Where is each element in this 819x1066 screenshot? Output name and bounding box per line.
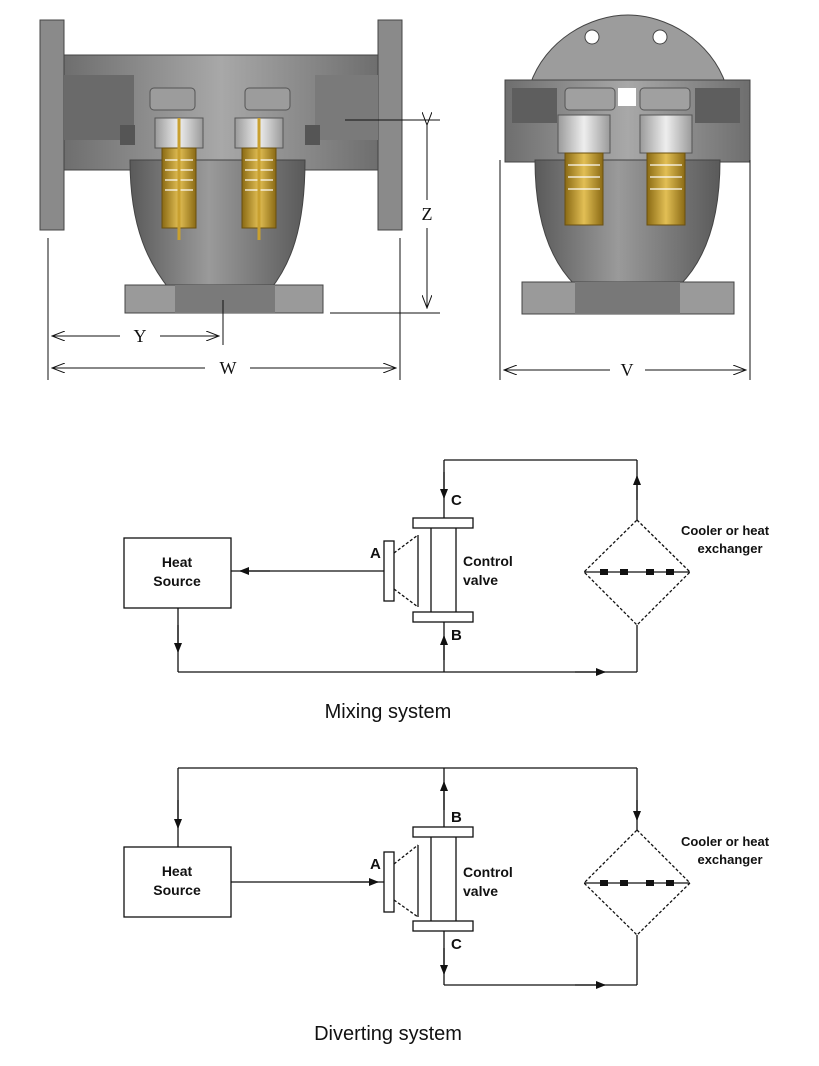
- diverting-port-c-label: C: [451, 936, 462, 953]
- mixing-heat-source-box: [123, 537, 232, 609]
- diverting-valve-top-flange: [412, 826, 474, 838]
- left-flange: [39, 19, 65, 231]
- diverting-cooler-label-1: Cooler or heat: [681, 834, 770, 849]
- mixing-caption: Mixing system: [325, 701, 452, 723]
- end-flange-dome: [529, 14, 727, 86]
- mixing-port-b-label: B: [451, 627, 462, 644]
- diverting-caption: Diverting system: [314, 1023, 462, 1045]
- dimension-v: V: [621, 360, 634, 380]
- mixing-valve-port-a: [383, 540, 395, 602]
- diverting-valve-label-1: Control: [463, 864, 513, 880]
- dimension-y: Y: [134, 326, 147, 346]
- mixing-port-c-label: C: [451, 492, 462, 509]
- diverting-heat-label-1: Heat: [162, 863, 193, 879]
- right-flange: [377, 19, 403, 231]
- mixing-valve-top-flange: [412, 517, 474, 529]
- diverting-port-a-label: A: [370, 856, 381, 873]
- dimension-lines-left: [47, 120, 440, 380]
- mixing-heat-label-1: Heat: [162, 554, 193, 570]
- diverting-system-schematic: [123, 767, 691, 989]
- mixing-valve-bottom-flange: [412, 611, 474, 623]
- diverting-port-b-label: B: [451, 809, 462, 826]
- end-bowl: [534, 159, 721, 286]
- diverting-cooler-ticks: [600, 880, 674, 886]
- side-section-view: [39, 19, 403, 314]
- mixing-port-a-label: A: [370, 545, 381, 562]
- dimension-lines-right: [499, 160, 751, 380]
- mixing-heat-label-2: Source: [153, 573, 201, 589]
- mixing-valve-label-1: Control: [463, 553, 513, 569]
- mixing-cooler-ticks: [600, 569, 674, 575]
- valve-bowl: [129, 159, 306, 291]
- mixing-cooler-label-2: exchanger: [697, 541, 762, 556]
- diverting-heat-label-2: Source: [153, 882, 201, 898]
- dimension-w: W: [220, 358, 237, 378]
- dimension-z: Z: [422, 204, 433, 224]
- diverting-cooler-label-2: exchanger: [697, 852, 762, 867]
- bolt-hole-1: [584, 29, 600, 45]
- mixing-cooler-label-1: Cooler or heat: [681, 523, 770, 538]
- diverting-valve-port-a: [383, 851, 395, 913]
- diverting-valve-label-2: valve: [463, 883, 498, 899]
- end-section-view: [504, 14, 751, 315]
- mixing-valve-label-2: valve: [463, 572, 498, 588]
- mixing-system-schematic: [123, 459, 691, 676]
- diverting-valve-bottom-flange: [412, 920, 474, 932]
- bolt-hole-2: [652, 29, 668, 45]
